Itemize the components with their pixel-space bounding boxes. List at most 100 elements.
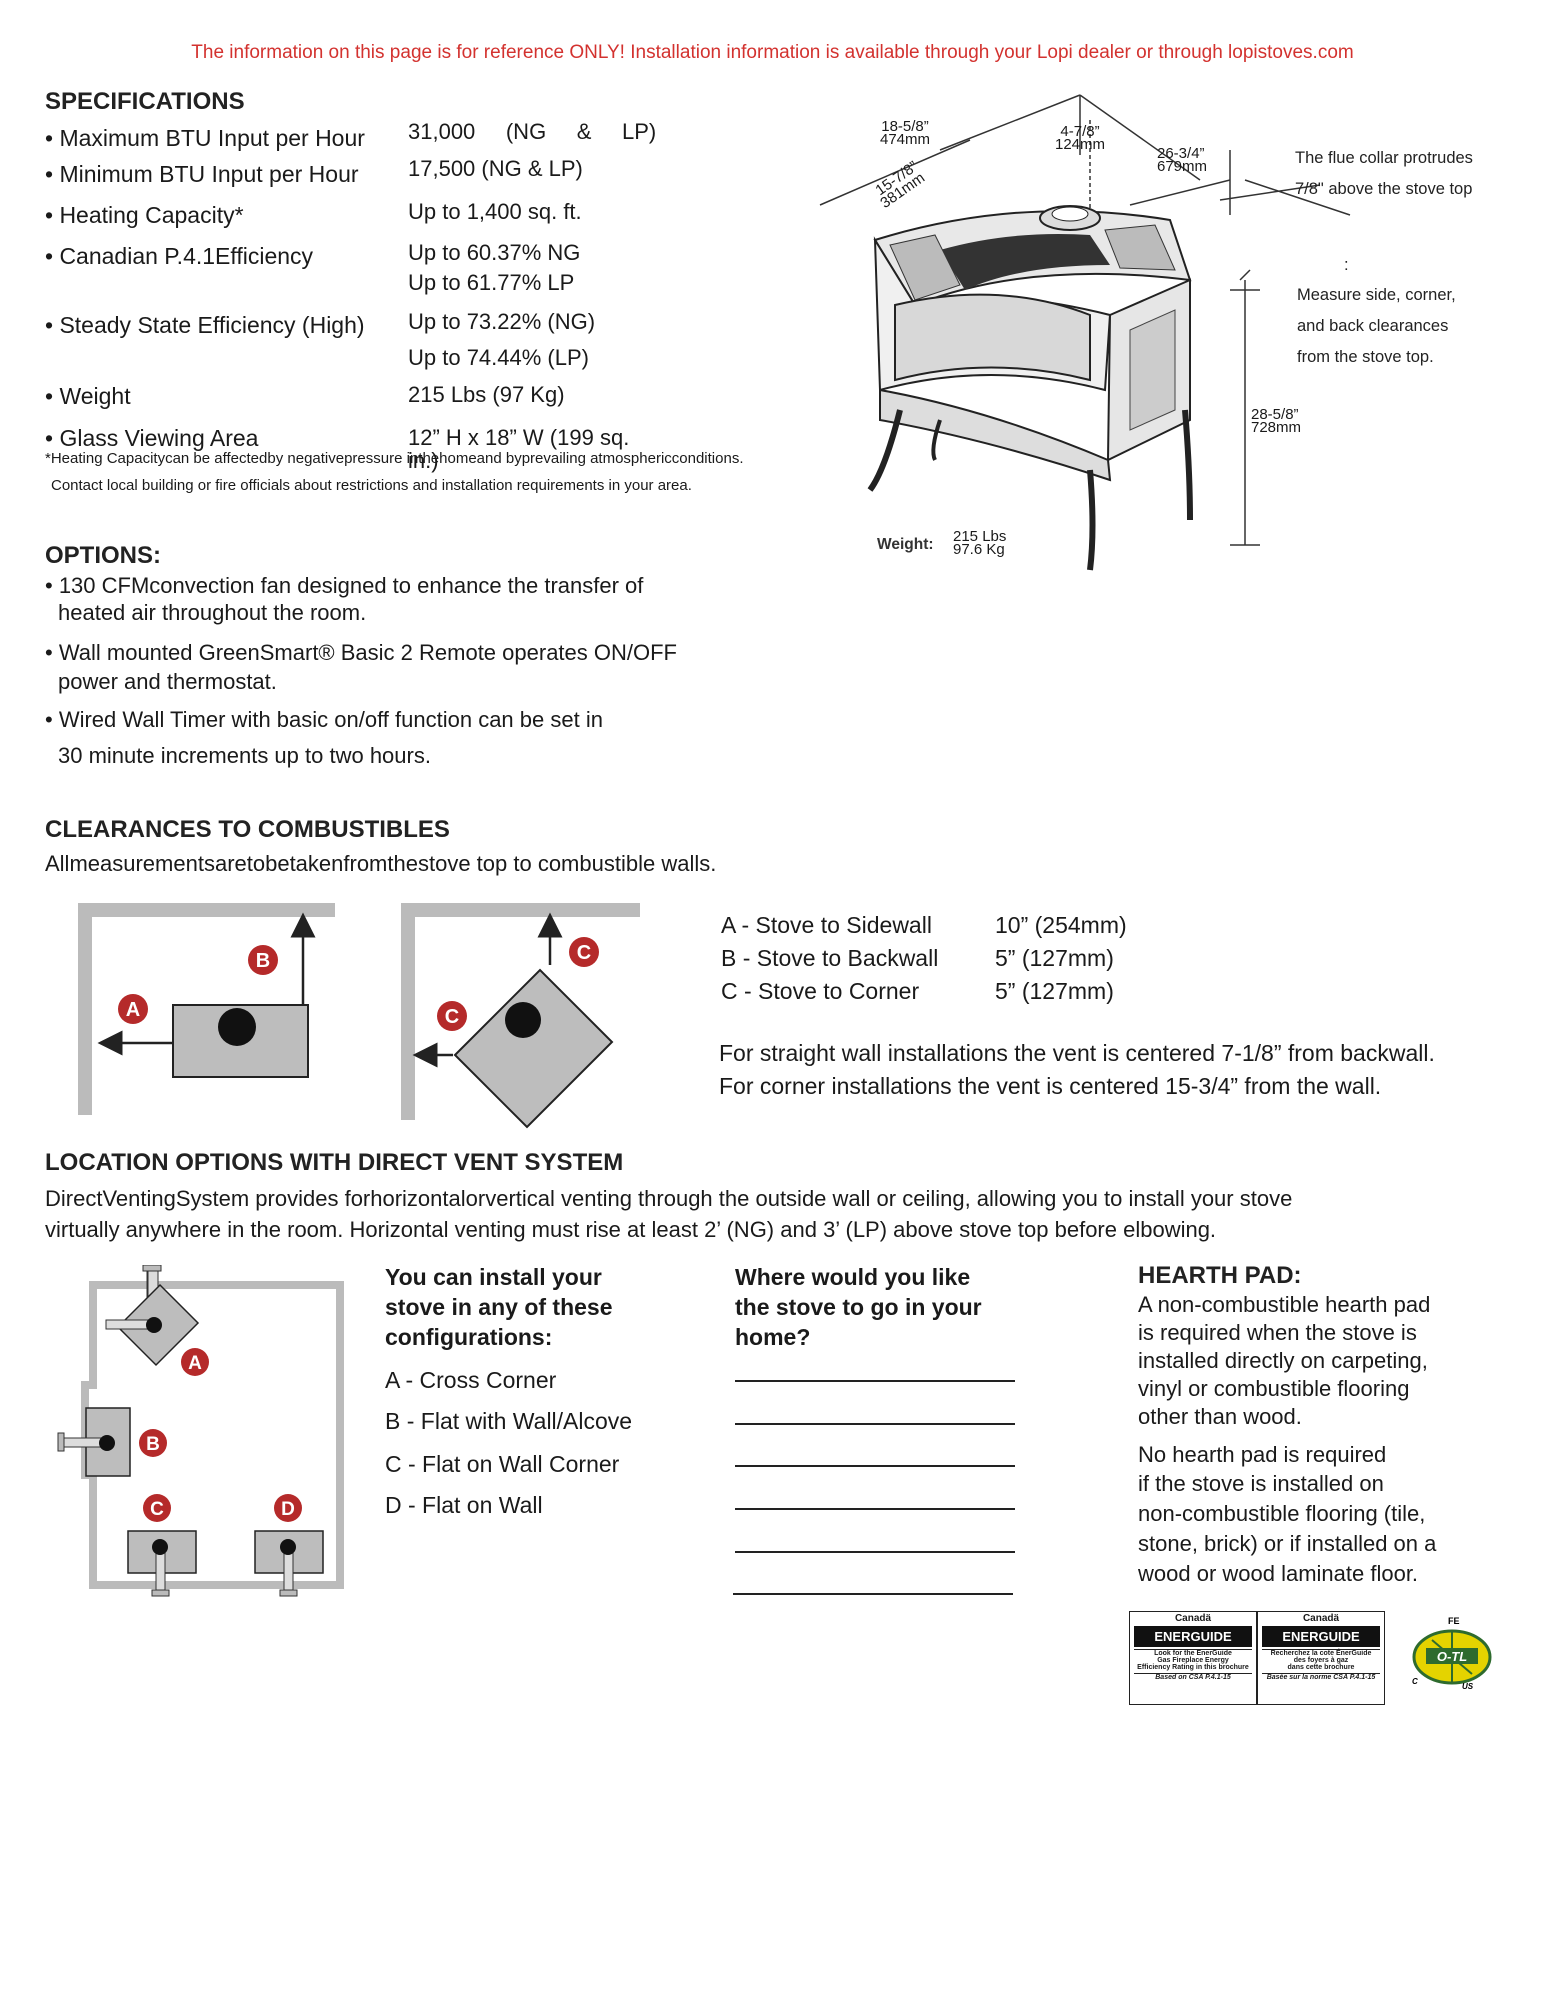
location-intro: virtually anywhere in the room. Horizont… bbox=[45, 1217, 1217, 1242]
config-item: A - Cross Corner bbox=[385, 1367, 557, 1393]
badge-b-label: B bbox=[146, 1434, 160, 1455]
vent-circle bbox=[99, 1435, 115, 1451]
dim-line bbox=[939, 94, 1081, 151]
option-item: • Wired Wall Timer with basic on/off fun… bbox=[45, 707, 603, 732]
spec-value: Up to 60.37% NG bbox=[408, 240, 581, 265]
energuide-text: Based on CSA P.4.1-15 bbox=[1134, 1673, 1252, 1681]
energuide-text: Look for the EnerGuide bbox=[1134, 1649, 1252, 1657]
spec-label: • Maximum BTU Input per Hour bbox=[45, 125, 365, 151]
stove-base bbox=[879, 388, 1112, 482]
badge-b-label: B bbox=[256, 950, 270, 972]
spec-label: • Weight bbox=[45, 383, 131, 409]
config-item: C - Flat on Wall Corner bbox=[385, 1451, 620, 1477]
hearth-text: other than wood. bbox=[1138, 1404, 1302, 1429]
clearance-value: 10” (254mm) bbox=[995, 912, 1127, 938]
badge-b bbox=[139, 1429, 167, 1457]
badge-a-label: A bbox=[126, 999, 140, 1021]
config-heading: You can install your bbox=[385, 1264, 602, 1290]
vent-circle bbox=[280, 1539, 296, 1555]
badge-a bbox=[118, 994, 148, 1024]
config-item: B - Flat with Wall/Alcove bbox=[385, 1408, 633, 1434]
stove-window bbox=[894, 293, 1091, 382]
measure-note: from the stove top. bbox=[1297, 348, 1434, 366]
collar-note: The flue collar protrudes bbox=[1295, 149, 1473, 167]
hearth-text: A non-combustible hearth pad bbox=[1138, 1292, 1431, 1317]
answer-line[interactable] bbox=[735, 1423, 1015, 1425]
footnote: Contact local building or fire officials… bbox=[51, 477, 692, 494]
dim-line bbox=[1129, 179, 1231, 206]
energuide-logo-fr: Canadä ENERGUIDE Recherchez la cote Éner… bbox=[1257, 1611, 1385, 1705]
spec-label: • Canadian P.4.1Efficiency bbox=[45, 243, 314, 269]
dim-line bbox=[819, 139, 971, 206]
canada-wordmark: Canadä bbox=[1302, 1613, 1340, 1624]
badge-c-label: C bbox=[445, 1006, 459, 1028]
answer-line[interactable] bbox=[735, 1380, 1015, 1382]
stove-grill bbox=[940, 234, 1110, 290]
energuide-text: dans cette brochure bbox=[1287, 1664, 1355, 1671]
answer-line[interactable] bbox=[735, 1508, 1015, 1510]
answer-line[interactable] bbox=[735, 1465, 1015, 1467]
spec-value: Up to 61.77% LP bbox=[408, 270, 575, 295]
config-heading: configurations: bbox=[385, 1324, 553, 1350]
where-heading: the stove to go in your bbox=[735, 1294, 982, 1320]
stove-leg bbox=[1182, 409, 1193, 521]
energuide-text: Efficiency Rating in this brochure bbox=[1137, 1664, 1249, 1671]
badge-c bbox=[143, 1494, 171, 1522]
hearth-text: vinyl or combustible flooring bbox=[1138, 1376, 1410, 1401]
answer-line[interactable] bbox=[733, 1593, 1013, 1595]
vent-cap bbox=[57, 1432, 65, 1452]
hearth-heading: HEARTH PAD: bbox=[1138, 1262, 1302, 1289]
hearth-text: is required when the stove is bbox=[1138, 1320, 1417, 1345]
badge-c-label: C bbox=[577, 942, 591, 964]
badge-c bbox=[437, 1001, 467, 1031]
hearth-text: wood or wood laminate floor. bbox=[1138, 1561, 1419, 1586]
otl-fe: FE bbox=[1448, 1616, 1460, 1626]
weight-kg: 97.6 Kg bbox=[953, 541, 1005, 558]
stove-leg bbox=[931, 419, 942, 461]
hearth-text: non-combustible flooring (tile, bbox=[1138, 1501, 1426, 1526]
dim-width: 18-5/8” bbox=[881, 118, 929, 135]
option-item: power and thermostat. bbox=[58, 669, 277, 694]
spec-value: Up to 74.44% (LP) bbox=[408, 345, 589, 370]
vent-cap bbox=[151, 1589, 170, 1597]
option-item: 30 minute increments up to two hours. bbox=[58, 743, 431, 768]
stove-leg bbox=[1087, 469, 1096, 571]
badge-b bbox=[248, 945, 278, 975]
flue-collar-inner bbox=[1051, 206, 1089, 222]
badge-d-label: D bbox=[281, 1499, 295, 1520]
energuide-wordmark: ENERGUIDE bbox=[1262, 1626, 1380, 1647]
vent-circle bbox=[505, 1002, 541, 1038]
clearances-heading: CLEARANCES TO COMBUSTIBLES bbox=[45, 816, 450, 843]
dim-depth: 26-3/4” bbox=[1157, 145, 1205, 162]
vent-cap bbox=[279, 1589, 298, 1597]
reference-notice: The information on this page is for refe… bbox=[191, 42, 1354, 63]
energuide-logo-en: Canadä ENERGUIDE Look for the EnerGuide … bbox=[1129, 1611, 1257, 1705]
clearance-note: For straight wall installations the vent… bbox=[719, 1040, 1435, 1066]
answer-line[interactable] bbox=[735, 1551, 1015, 1553]
options-heading: OPTIONS: bbox=[45, 542, 162, 569]
stove-plan bbox=[453, 968, 614, 1129]
stove-top-panel bbox=[1104, 224, 1176, 271]
dim-line bbox=[1079, 94, 1201, 181]
config-heading: stove in any of these bbox=[385, 1294, 613, 1320]
spec-value: Up to 1,400 sq. ft. bbox=[408, 199, 582, 224]
vent-circle bbox=[218, 1008, 256, 1046]
vent-cap bbox=[142, 1265, 162, 1272]
badge-c bbox=[569, 937, 599, 967]
badge-a-label: A bbox=[188, 1353, 202, 1374]
spec-label: • Minimum BTU Input per Hour bbox=[45, 161, 359, 187]
spec-value: 12” H x 18” W (199 sq. bbox=[408, 425, 630, 450]
spec-label: • Glass Viewing Area bbox=[45, 425, 259, 451]
vent-circle bbox=[146, 1317, 162, 1333]
clearance-note: For corner installations the vent is cen… bbox=[719, 1073, 1382, 1099]
stove-leg bbox=[867, 409, 903, 492]
dim-depth-mm: 679mm bbox=[1157, 158, 1208, 175]
otl-c: C bbox=[1412, 1677, 1418, 1686]
wall bbox=[401, 903, 640, 1120]
dim-line bbox=[1219, 184, 1321, 201]
badge-a bbox=[181, 1348, 209, 1376]
clearance-value: 5” (127mm) bbox=[995, 945, 1114, 971]
collar-note: 7/8" above the stove top bbox=[1295, 180, 1473, 198]
hearth-text: No hearth pad is required bbox=[1138, 1442, 1387, 1467]
badge-d bbox=[274, 1494, 302, 1522]
